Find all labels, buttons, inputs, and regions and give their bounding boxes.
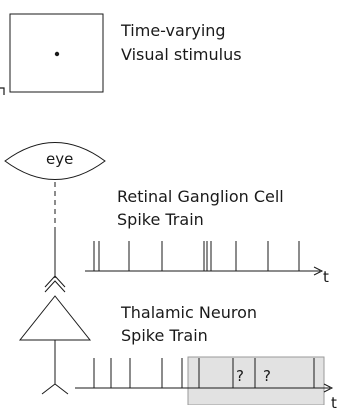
stimulus-label-line1: Time-varying bbox=[121, 21, 226, 40]
thal-time-axis-arrowhead bbox=[323, 383, 334, 393]
eye-label: eye bbox=[46, 150, 74, 168]
synapse-chevron-1 bbox=[44, 280, 66, 293]
thalamic-axon-terminal bbox=[41, 383, 69, 395]
eye-outline bbox=[4, 142, 106, 180]
unknown-spike-mark: ? bbox=[236, 367, 244, 385]
stimulus-box bbox=[9, 13, 104, 93]
thal-time-label: t bbox=[331, 394, 337, 412]
thal-spikes bbox=[93, 358, 315, 388]
rgc-time-label: t bbox=[323, 268, 329, 286]
stimulus-dot bbox=[54, 51, 60, 57]
rgc-label-line2: Spike Train bbox=[117, 210, 204, 229]
stimulus-edge-mark bbox=[0, 87, 5, 95]
rgc-spikes bbox=[93, 241, 300, 271]
rgc-time-axis-arrowhead bbox=[313, 266, 324, 276]
rgc-label-line1: Retinal Ganglion Cell bbox=[117, 187, 284, 206]
unknown-region bbox=[187, 356, 325, 405]
thalamic-label-line2: Spike Train bbox=[121, 326, 208, 345]
thalamic-neuron-body bbox=[18, 295, 92, 341]
unknown-spike-mark: ? bbox=[263, 367, 271, 385]
synapse-chevron-2 bbox=[44, 275, 66, 288]
thalamic-label-line1: Thalamic Neuron bbox=[121, 303, 257, 322]
stimulus-label-line2: Visual stimulus bbox=[121, 45, 242, 64]
